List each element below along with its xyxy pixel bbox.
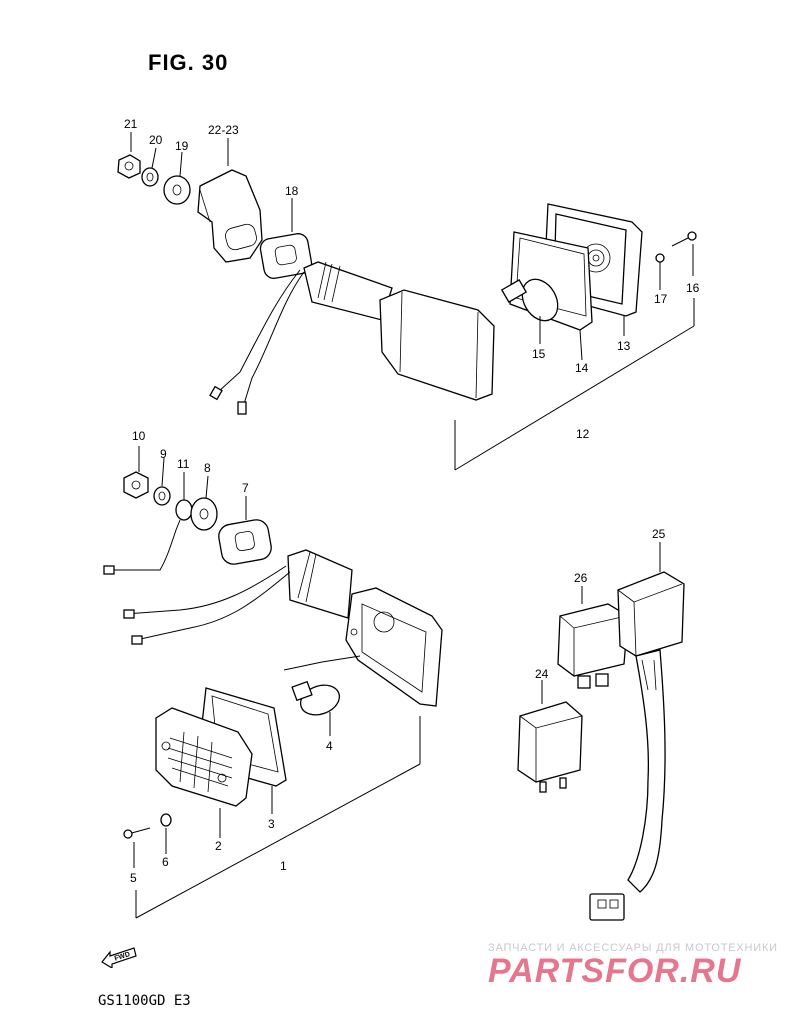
washer-17 [655, 253, 665, 263]
callout-26: 26 [574, 571, 588, 585]
callout-18: 18 [285, 184, 299, 198]
lens-2 [155, 707, 253, 807]
callout-9: 9 [160, 447, 167, 461]
leaders-relays [541, 542, 661, 704]
callout-8: 8 [204, 461, 211, 475]
harness-25 [589, 649, 666, 921]
nut-21 [117, 154, 141, 179]
screw-5 [123, 827, 151, 839]
callout-11: 11 [177, 457, 190, 471]
washer-20 [141, 167, 159, 187]
relay-25 [617, 571, 685, 657]
bulb-4 [291, 680, 341, 716]
fwd-arrow-icon: FWD [100, 944, 140, 972]
washer-19 [163, 175, 191, 205]
callout-24: 24 [535, 667, 549, 681]
model-code: GS1100GD E3 [98, 993, 191, 1009]
callout-1: 1 [280, 859, 287, 873]
wiring-front [103, 565, 291, 645]
callout-10: 10 [132, 429, 146, 443]
callout-4: 4 [326, 739, 333, 753]
callout-21: 21 [124, 117, 138, 131]
nut-10 [123, 471, 149, 499]
callout-22-23: 22-23 [208, 123, 239, 137]
fwd-label: FWD [114, 951, 131, 963]
washer-9 [153, 486, 171, 506]
callout-15: 15 [532, 347, 546, 361]
screw-16 [671, 231, 697, 247]
leaders-rear [130, 132, 695, 471]
washer-6 [160, 813, 172, 827]
bulb-15 [500, 278, 559, 322]
turn-signal-body-front [287, 549, 443, 707]
callout-12: 12 [576, 427, 590, 441]
callout-20: 20 [149, 133, 163, 147]
callout-25: 25 [652, 527, 666, 541]
callout-13: 13 [617, 339, 631, 353]
relay-24 [517, 701, 583, 793]
figure-title: FIG. 30 [148, 50, 229, 75]
grommet-7 [218, 519, 272, 565]
callout-7: 7 [242, 481, 249, 495]
callout-16: 16 [686, 281, 700, 295]
leaders-front [133, 446, 421, 919]
callout-6: 6 [162, 855, 169, 869]
callout-17: 17 [654, 292, 668, 306]
turn-signal-body-rear [303, 261, 495, 401]
relay-26 [557, 603, 629, 689]
grommet-18 [259, 233, 313, 279]
terminal-11 [110, 499, 193, 571]
wiring-rear [209, 269, 305, 415]
watermark-logo: PARTSFOR.RU [488, 952, 742, 990]
bracket-22-23 [197, 169, 263, 263]
callout-14: 14 [575, 361, 589, 375]
watermark-subtitle: ЗАПЧАСТИ И АКСЕССУАРЫ ДЛЯ МОТОТЕХНИКИ [488, 942, 778, 954]
callout-19: 19 [175, 139, 189, 153]
callout-3: 3 [268, 817, 275, 831]
callout-5: 5 [130, 871, 137, 885]
callout-2: 2 [215, 839, 222, 853]
washer-8 [190, 497, 218, 531]
